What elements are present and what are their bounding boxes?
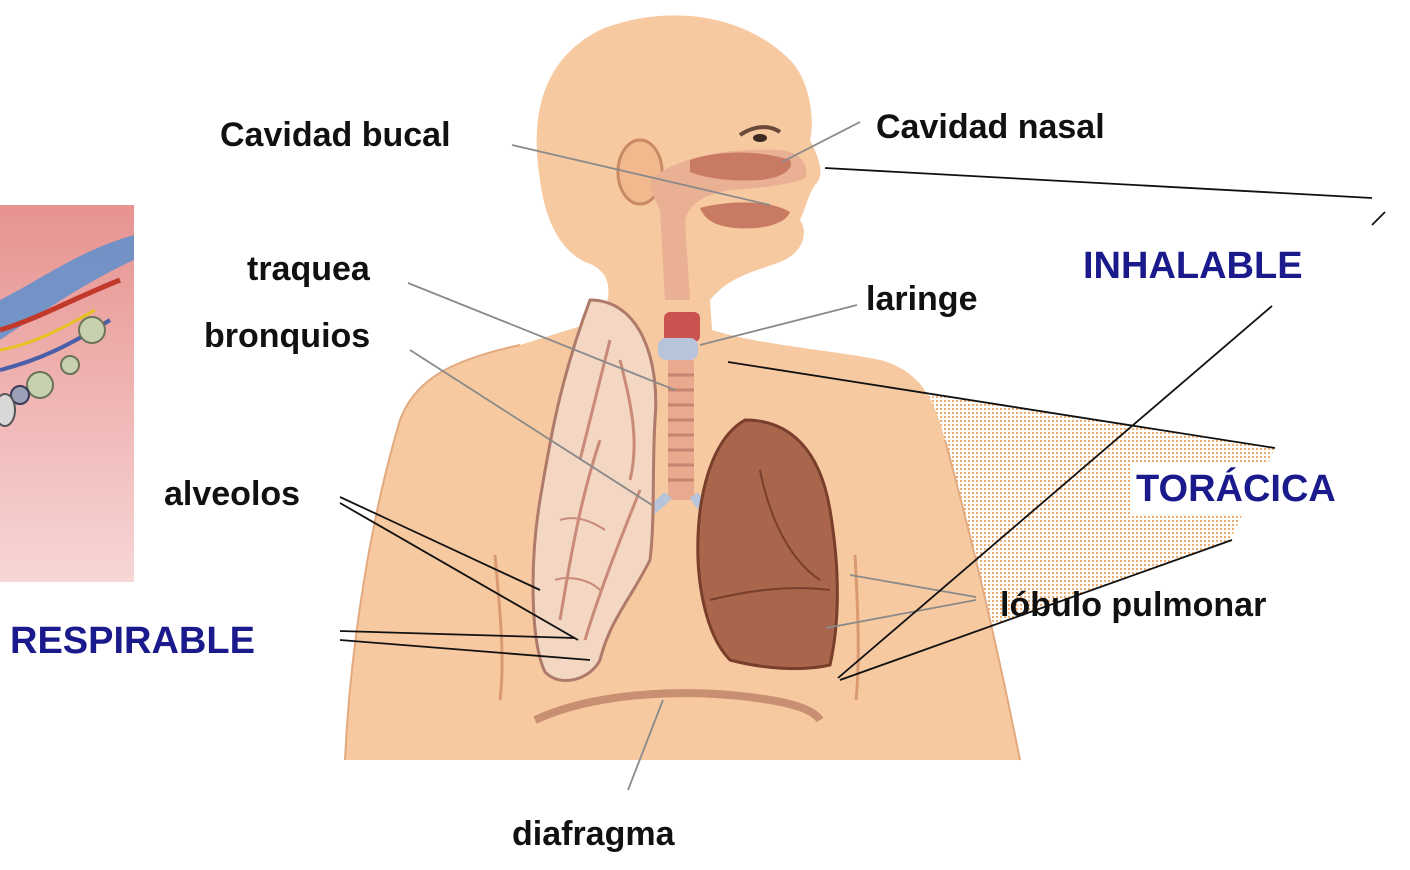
fraction-respirable: RESPIRABLE: [10, 622, 255, 660]
label-lobulo-pulmonar: lóbulo pulmonar: [1000, 588, 1266, 622]
fraction-inhalable: INHALABLE: [1083, 247, 1303, 285]
label-cavidad-bucal: Cavidad bucal: [220, 118, 451, 152]
label-traquea: traquea: [247, 252, 370, 286]
label-laringe: laringe: [866, 282, 977, 316]
fraction-toracica: TORÁCICA: [1130, 462, 1342, 516]
label-bronquios: bronquios: [204, 319, 370, 353]
label-alveolos: alveolos: [164, 477, 300, 511]
label-diafragma: diafragma: [512, 817, 675, 851]
label-cavidad-nasal: Cavidad nasal: [876, 110, 1105, 144]
alveoli-inset-image: [0, 205, 134, 582]
